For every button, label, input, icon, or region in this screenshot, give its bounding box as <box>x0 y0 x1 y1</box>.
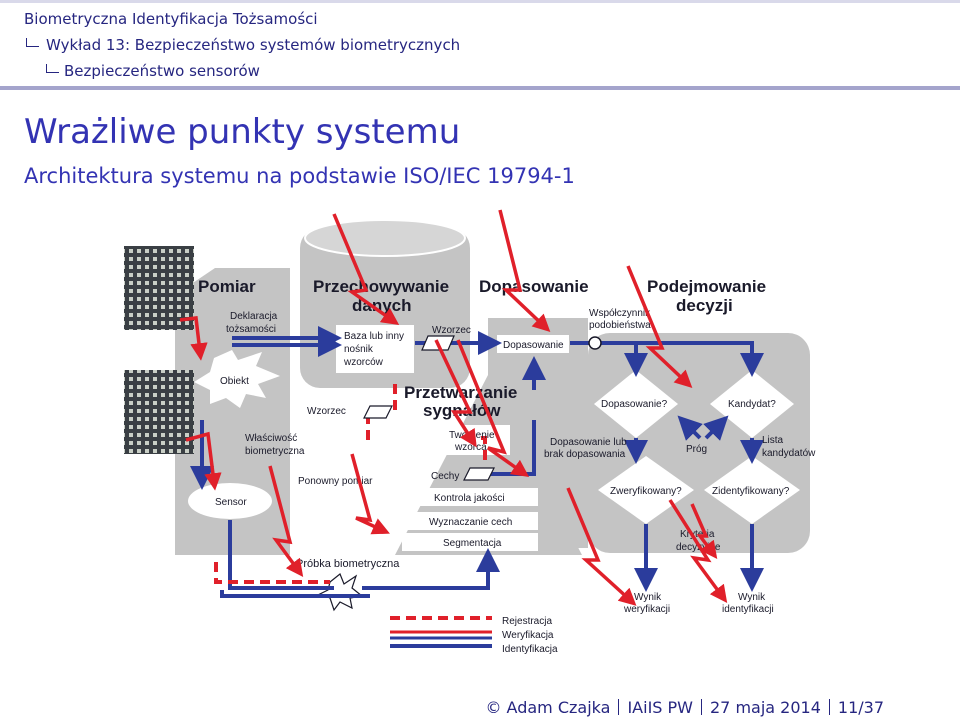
attack-arrow-ponowny <box>350 453 390 535</box>
label-wynik-wer-1: Wynik <box>634 592 662 603</box>
label-baza-2: nośnik <box>344 344 374 355</box>
flow-line-sensor-probka-2 <box>220 590 370 598</box>
label-wzorzec-top: Wzorzec <box>432 325 471 336</box>
building-image <box>124 246 194 454</box>
attack-arrow-decyzja <box>626 265 693 389</box>
label-wyznaczanie: Wyznaczanie cech <box>429 517 512 528</box>
tree-corner-icon <box>46 64 59 73</box>
label-wspolczynnik-1: Współczynnik <box>589 308 651 319</box>
label-kandydat-q: Kandydat? <box>728 399 776 410</box>
lecture-title: Wykład 13: Bezpieczeństwo systemów biome… <box>46 36 461 54</box>
label-wzorzec-left: Wzorzec <box>307 406 346 417</box>
flow-line-sensor-probka <box>228 520 334 590</box>
footer-date: 27 maja 2014 <box>710 698 821 717</box>
label-zidentyfikowany-q: Zidentyfikowany? <box>712 486 790 497</box>
process-boxes <box>188 325 800 612</box>
enrolment-path-probka <box>214 562 330 584</box>
heading-dopasowanie: Dopasowanie <box>479 277 589 296</box>
label-baza-3: wzorców <box>343 357 384 368</box>
label-dop-lub-2: brak dopasowania <box>544 449 626 460</box>
slide-subtitle: Architektura systemu na podstawie ISO/IE… <box>24 164 575 188</box>
heading-przechowywanie-1: Przechowywanie <box>313 277 449 296</box>
label-dop-lub-1: Dopasowanie lub <box>550 437 627 448</box>
label-prog: Próg <box>686 444 707 455</box>
label-wspolczynnik-2: podobieństwa <box>589 320 651 331</box>
heading-decyzja-1: Podejmowanie <box>647 277 766 296</box>
footer-page: 11/37 <box>837 698 884 717</box>
heading-decyzja-2: decyzji <box>676 296 733 315</box>
attack-arrow-wzorzec <box>434 339 477 448</box>
attack-arrow-baza <box>332 213 400 326</box>
label-lista-1: Lista <box>762 435 784 446</box>
slide-header: Biometryczna Identyfikacja Tożsamości Wy… <box>0 0 960 90</box>
label-zweryfikowany-q: Zweryfikowany? <box>610 486 682 497</box>
legend-rejestracja: Rejestracja <box>502 616 552 627</box>
label-sensor: Sensor <box>215 497 247 508</box>
label-tworzenie-2: wzorca <box>454 442 487 453</box>
label-wynik-wer-2: weryfikacji <box>623 604 670 615</box>
label-deklaracja-2: tożsamości <box>226 324 276 335</box>
course-title: Biometryczna Identyfikacja Tożsamości <box>24 10 318 28</box>
attack-arrow-wynik-identyfikacji <box>668 499 728 604</box>
flow-line-to-segmentacja <box>362 548 500 590</box>
enrolment-path-wzorzec <box>366 414 386 440</box>
attack-arrow-kryteria <box>690 503 718 559</box>
label-kontrola: Kontrola jakości <box>434 493 505 504</box>
label-segmentacja: Segmentacja <box>443 538 502 549</box>
header-rule <box>0 86 960 90</box>
label-wynik-id-2: identyfikacji <box>722 604 774 615</box>
section-title: Bezpieczeństwo sensorów <box>64 62 260 80</box>
slide-footer: © Adam Czajka IAiIS PW 27 maja 2014 11/37 <box>485 698 884 717</box>
similarity-node <box>588 336 602 350</box>
footer-author: © Adam Czajka <box>485 698 611 717</box>
attack-arrow-cechy <box>456 339 530 478</box>
attack-arrow-sensor <box>185 431 222 491</box>
legend: Rejestracja Weryfikacja Identyfikacja <box>390 616 558 655</box>
label-lista-2: kandydatów <box>762 448 816 459</box>
attack-arrow-probka <box>268 465 304 578</box>
flow-line-prog-1 <box>677 415 703 441</box>
flow-line-to-kandydat <box>600 341 764 377</box>
legend-identyfikacja: Identyfikacja <box>502 644 558 655</box>
label-baza-1: Baza lub inny <box>344 331 404 342</box>
attack-arrow-deklaracja <box>179 316 208 361</box>
attack-arrow-dopasowanie <box>498 209 551 333</box>
label-wlasciwosc-2: biometryczna <box>245 446 305 457</box>
attack-arrow-wynik-weryfikacji <box>566 487 637 606</box>
label-deklaracja-1: Deklaracja <box>230 311 278 322</box>
slide-title: Wrażliwe punkty systemu <box>24 112 461 152</box>
tree-corner-icon <box>26 38 39 47</box>
header-top-bar <box>0 0 960 3</box>
label-dopasowanie-box: Dopasowanie <box>503 340 564 351</box>
legend-weryfikacja: Weryfikacja <box>502 630 554 641</box>
label-wynik-id-1: Wynik <box>738 592 766 603</box>
heading-pomiar: Pomiar <box>198 277 256 296</box>
label-wlasciwosc-1: Właściwość <box>245 433 297 444</box>
footer-institute: IAiIS PW <box>627 698 693 717</box>
label-ponowny-pomiar: Ponowny pomiar <box>298 476 373 487</box>
label-cechy: Cechy <box>431 471 459 482</box>
label-obiekt: Obiekt <box>220 376 249 387</box>
flow-line-prog-2 <box>703 415 729 441</box>
label-probka: Próbka biometryczna <box>296 558 400 570</box>
label-dopasowanie-q: Dopasowanie? <box>601 399 668 410</box>
